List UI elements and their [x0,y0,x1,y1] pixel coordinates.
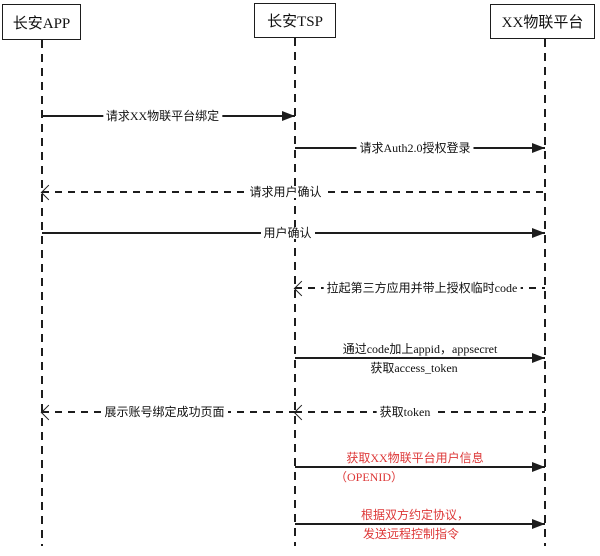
filled-arrowhead-icon [532,462,545,472]
actor-label: 长安TSP [267,14,323,30]
msg-request-binding-label: 请求XX物联平台绑定 [102,110,223,122]
msg-user-confirm-label: 用户确认 [260,227,315,239]
msg-get-user-info-line [295,466,545,468]
filled-arrowhead-icon [532,228,545,238]
actor-label: XX物联平台 [501,15,584,31]
lifeline-xx-iot-platform [544,39,546,546]
msg-request-auth-login-label: 请求Auth2.0授权登录 [356,142,474,154]
msg-request-user-confirm-label: 请求用户确认 [246,186,325,198]
actor-box-changan-app: 长安APP [2,4,81,40]
open-arrowhead-icon [40,184,57,201]
open-arrowhead-icon [293,280,310,297]
lifeline-changan-tsp [294,38,296,546]
filled-arrowhead-icon [532,353,545,363]
msg-launch-third-party-label: 拉起第三方应用并带上授权临时code [323,282,521,294]
msg-get-access-token-line [295,357,545,359]
msg-send-remote-control-label: 根据双方约定协议， [357,508,473,521]
msg-get-user-info-label: 获取XX物联平台用户信息 [343,451,487,464]
msg-show-binding-success-label: 展示账号绑定成功页面 [101,406,228,418]
actor-label: 长安APP [12,15,71,32]
actor-box-xx-iot-platform: XX物联平台 [490,4,595,39]
msg-send-remote-control-line [295,523,545,525]
open-arrowhead-icon [293,404,310,421]
filled-arrowhead-icon [532,519,545,529]
filled-arrowhead-icon [532,143,545,153]
actor-box-changan-tsp: 长安TSP [254,3,336,38]
lifeline-changan-app [41,40,43,546]
filled-arrowhead-icon [282,111,295,121]
open-arrowhead-icon [40,404,57,421]
msg-get-access-token-label: 获取access_token [367,361,461,374]
msg-get-token-label: 获取token [376,406,434,418]
msg-get-access-token-label: 通过code加上appid，appsecret [339,342,501,355]
msg-get-user-info-label: （OPENID） [332,470,406,483]
msg-send-remote-control-label: 发送远程控制指令 [359,527,463,540]
